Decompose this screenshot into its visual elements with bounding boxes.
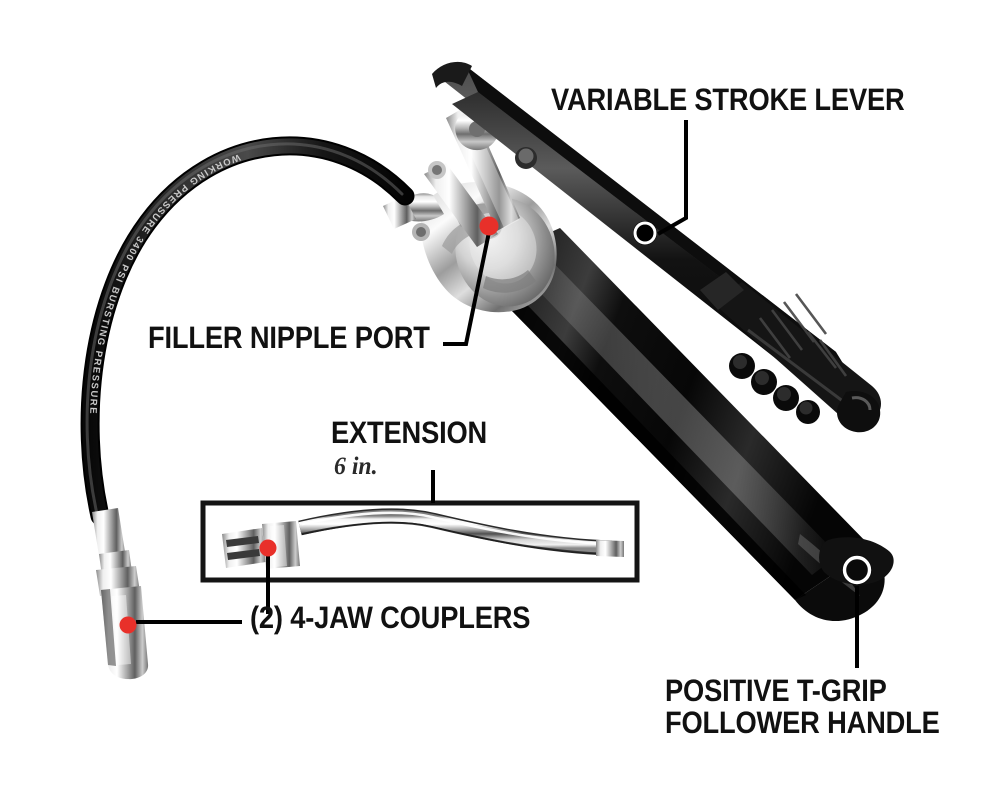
label-four-jaw-couplers: (2) 4-JAW COUPLERS [250,600,531,635]
hose-end-coupler [92,508,149,680]
flexible-hose-assembly: WORKING PRESSURE 3400 PSI BURSTING PRESS… [87,144,405,680]
dot-marker-filler-nipple-port [479,216,499,236]
callout-leaders [136,120,859,668]
label-positive-t-grip-follower-handle: POSITIVE T-GRIP FOLLOWER HANDLE [665,673,940,741]
label-extension-length: 6 in. [334,453,378,480]
dot-marker-hose-coupler [119,616,137,634]
callout-markers [119,216,657,634]
label-extension: EXTENSION [331,415,488,450]
extension-tube-with-coupler [222,508,624,569]
label-filler-nipple-port: FILLER NIPPLE PORT [148,320,430,355]
variable-stroke-lever [432,61,881,433]
label-variable-stroke-lever: VARIABLE STROKE LEVER [551,82,905,117]
leader-filler-nipple-port [443,231,491,346]
label-t-grip-line2: FOLLOWER HANDLE [665,705,940,741]
extension-inset-box [200,500,640,583]
leader-variable-stroke-lever [657,120,688,236]
positive-t-grip-follower-handle [819,537,894,585]
dot-marker-inset-coupler [259,539,277,557]
label-t-grip-line1: POSITIVE T-GRIP [665,673,887,708]
lever-grip-ribs [712,282,881,433]
